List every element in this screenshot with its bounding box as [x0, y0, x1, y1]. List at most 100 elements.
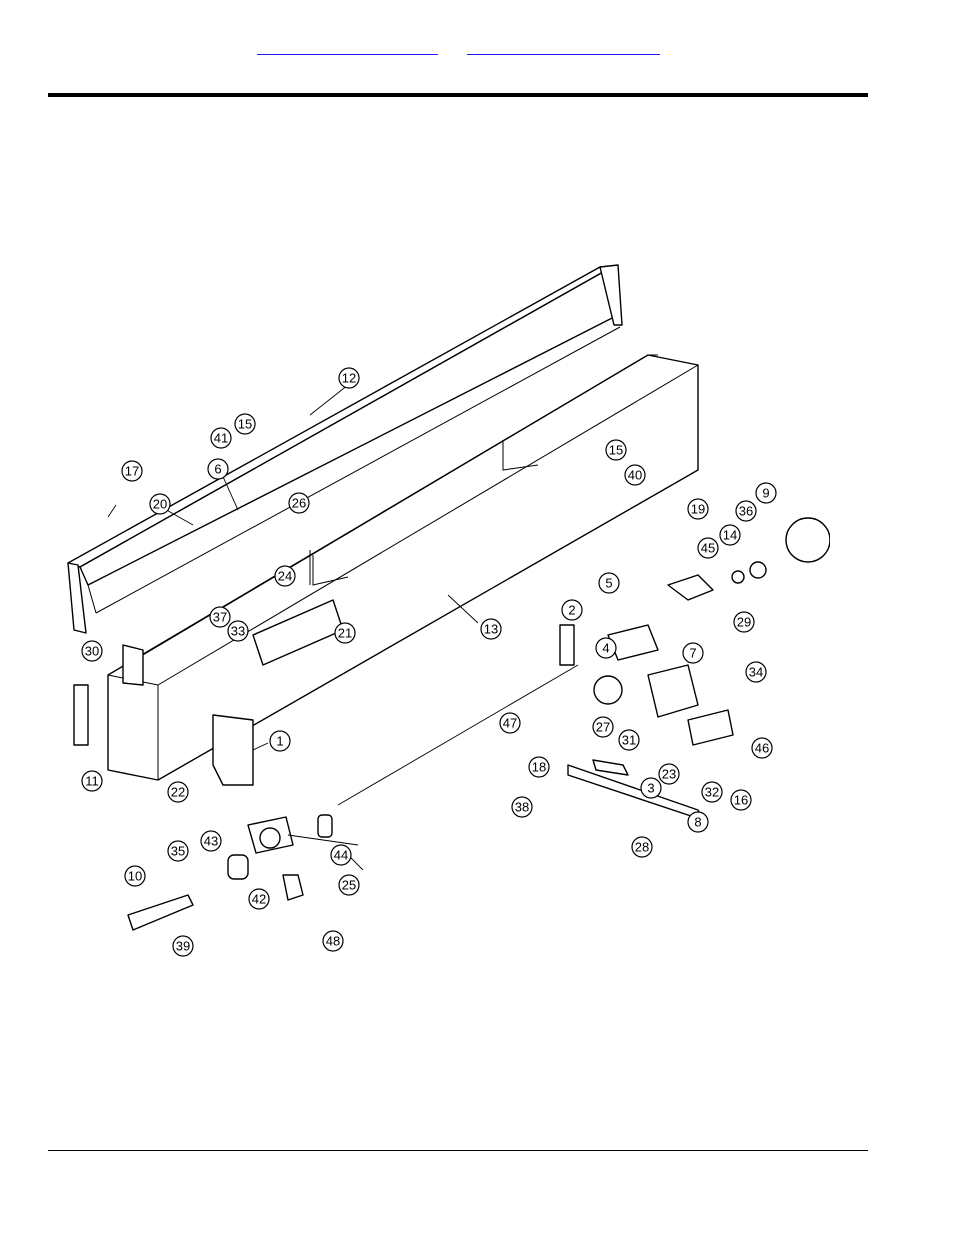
callout-13: 13: [481, 619, 501, 639]
svg-text:2: 2: [568, 603, 575, 618]
svg-text:4: 4: [602, 641, 609, 656]
footer-rule: [48, 1150, 868, 1151]
header-link-1[interactable]: [257, 42, 438, 55]
callout-28: 28: [632, 837, 652, 857]
svg-text:15: 15: [609, 443, 623, 458]
svg-text:16: 16: [734, 793, 748, 808]
exploded-view-drawing: 1 2 3 4 5 6 7 8 9 10 11 12 13 14 15 15 1…: [48, 255, 830, 960]
callout-22: 22: [168, 782, 188, 802]
callout-30: 30: [82, 641, 102, 661]
callout-5: 5: [599, 573, 619, 593]
svg-text:6: 6: [214, 462, 221, 477]
svg-text:37: 37: [213, 610, 227, 625]
callout-8: 8: [688, 812, 708, 832]
svg-text:22: 22: [171, 785, 185, 800]
svg-text:8: 8: [694, 815, 701, 830]
svg-text:3: 3: [647, 781, 654, 796]
idler-assembly-part: [228, 815, 332, 900]
svg-text:7: 7: [689, 646, 696, 661]
callout-3: 3: [641, 778, 661, 798]
callout-18: 18: [529, 757, 549, 777]
svg-text:48: 48: [326, 934, 340, 949]
svg-text:5: 5: [605, 576, 612, 591]
svg-text:19: 19: [691, 502, 705, 517]
callout-6: 6: [208, 459, 228, 479]
callout-37: 37: [210, 607, 230, 627]
callout-36: 36: [736, 501, 756, 521]
svg-text:40: 40: [628, 468, 642, 483]
callout-41: 41: [211, 428, 231, 448]
callout-45: 45: [698, 538, 718, 558]
callout-7: 7: [683, 643, 703, 663]
svg-text:14: 14: [723, 528, 737, 543]
callout-47: 47: [500, 713, 520, 733]
svg-text:10: 10: [128, 869, 142, 884]
callout-29: 29: [734, 612, 754, 632]
callout-48: 48: [323, 931, 343, 951]
callout-24: 24: [275, 566, 295, 586]
svg-text:32: 32: [705, 785, 719, 800]
svg-text:34: 34: [749, 665, 763, 680]
callout-1: 1: [270, 731, 290, 751]
svg-text:12: 12: [342, 371, 356, 386]
svg-text:35: 35: [171, 844, 185, 859]
svg-text:28: 28: [635, 840, 649, 855]
callout-27: 27: [593, 717, 613, 737]
svg-text:20: 20: [153, 497, 167, 512]
svg-text:25: 25: [342, 878, 356, 893]
callout-19: 19: [688, 499, 708, 519]
callout-39: 39: [173, 936, 193, 956]
callout-4: 4: [596, 638, 616, 658]
callout-15a: 15: [235, 414, 255, 434]
svg-text:27: 27: [596, 720, 610, 735]
callout-21: 21: [335, 623, 355, 643]
svg-text:9: 9: [762, 486, 769, 501]
callout-40: 40: [625, 465, 645, 485]
svg-text:31: 31: [622, 733, 636, 748]
shaft-part: [128, 895, 193, 930]
svg-text:24: 24: [278, 569, 292, 584]
callout-11: 11: [82, 771, 102, 791]
svg-text:43: 43: [204, 834, 218, 849]
svg-text:18: 18: [532, 760, 546, 775]
header-rule: [48, 93, 868, 97]
callout-35: 35: [168, 841, 188, 861]
svg-text:47: 47: [503, 716, 517, 731]
callout-38: 38: [512, 797, 532, 817]
svg-text:30: 30: [85, 644, 99, 659]
callout-9: 9: [756, 483, 776, 503]
tensioner-part: [560, 518, 830, 820]
strap-part: [74, 685, 88, 745]
callout-12: 12: [339, 368, 359, 388]
callout-26: 26: [289, 493, 309, 513]
bracket-part: [213, 715, 253, 785]
svg-text:41: 41: [214, 431, 228, 446]
svg-text:11: 11: [85, 774, 99, 789]
parts-diagram: 1 2 3 4 5 6 7 8 9 10 11 12 13 14 15 15 1…: [48, 255, 830, 960]
header-link-2[interactable]: [467, 42, 660, 55]
svg-text:15: 15: [238, 417, 252, 432]
svg-text:38: 38: [515, 800, 529, 815]
svg-text:36: 36: [739, 504, 753, 519]
callout-44: 44: [331, 845, 351, 865]
callout-42: 42: [249, 889, 269, 909]
svg-text:17: 17: [125, 464, 139, 479]
svg-text:29: 29: [737, 615, 751, 630]
callout-20: 20: [150, 494, 170, 514]
callout-23: 23: [659, 764, 679, 784]
svg-text:1: 1: [276, 734, 283, 749]
callout-34: 34: [746, 662, 766, 682]
callout-17: 17: [122, 461, 142, 481]
callout-10: 10: [125, 866, 145, 886]
callout-33: 33: [228, 621, 248, 641]
callout-25: 25: [339, 875, 359, 895]
callout-16: 16: [731, 790, 751, 810]
svg-text:26: 26: [292, 496, 306, 511]
callout-32: 32: [702, 782, 722, 802]
svg-text:33: 33: [231, 624, 245, 639]
svg-text:39: 39: [176, 939, 190, 954]
callout-31: 31: [619, 730, 639, 750]
callout-43: 43: [201, 831, 221, 851]
svg-text:42: 42: [252, 892, 266, 907]
svg-text:46: 46: [755, 741, 769, 756]
